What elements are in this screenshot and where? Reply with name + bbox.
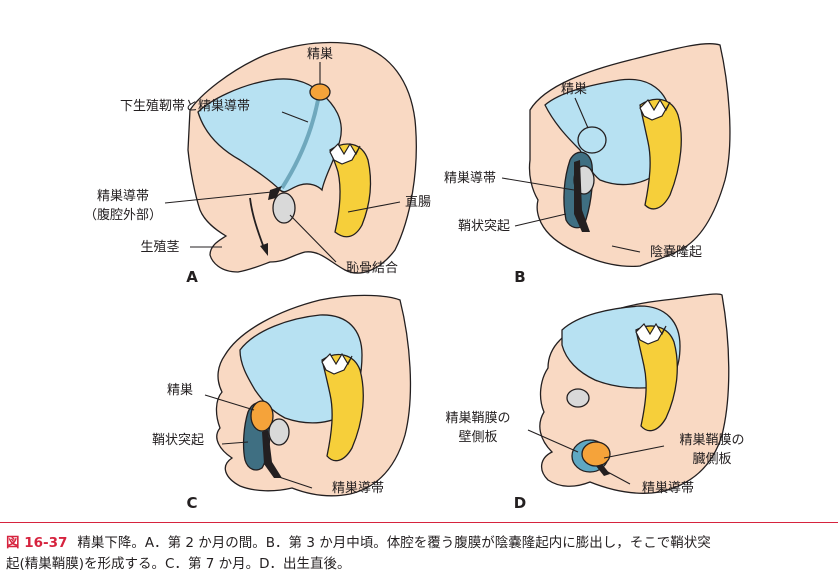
rectum xyxy=(635,325,678,432)
testis xyxy=(309,83,331,101)
rectum-lumen xyxy=(635,322,667,345)
leader-gubernaculum-upper-a xyxy=(281,111,309,123)
leader-testis-c xyxy=(204,394,255,411)
gubernaculum xyxy=(262,430,282,478)
gubernaculum xyxy=(574,160,590,232)
pubic-symphysis xyxy=(272,192,296,224)
gubernaculum-ligament xyxy=(280,99,320,190)
descent-arrow xyxy=(249,197,265,249)
leader-processus-c xyxy=(221,441,249,445)
gubernaculum xyxy=(596,464,610,476)
rectum-lumen xyxy=(329,142,361,165)
label-parietal-layer: 壁側板 xyxy=(458,430,497,445)
leader-visceral-d xyxy=(603,445,665,459)
caption-line-2: 起(精巣鞘膜)を形成する。C．第 7 か月。D．出生直後。 xyxy=(6,556,351,572)
peritoneal-cavity xyxy=(197,78,342,193)
label-gubernaculum: 精巣導帯 xyxy=(642,481,694,496)
panel-d: 精巣鞘膜の 壁側板 精巣鞘膜の 臓側板 精巣導帯 D xyxy=(445,293,745,512)
rectum xyxy=(329,143,372,238)
label-phallus: 生殖茎 xyxy=(140,239,179,255)
leader-symphysis-a xyxy=(289,214,337,263)
panel-letter-a: A xyxy=(186,268,198,286)
caption-divider xyxy=(0,522,838,523)
leader-parietal-d xyxy=(527,429,579,453)
testis xyxy=(250,400,274,432)
panel-b: 精巣 精巣導帯 鞘状突起 陰嚢隆起 B xyxy=(444,43,731,286)
label-visceral: 精巣鞘膜の xyxy=(679,433,744,448)
leader-gubernaculum-c xyxy=(275,475,313,489)
panel-a: 精巣 下生殖靭帯と精巣導帯 精巣導帯 （腹腔外部） 生殖茎 直腸 恥骨結合 A xyxy=(84,41,431,286)
testis xyxy=(577,126,607,154)
label-gubernaculum: 精巣導帯 xyxy=(97,189,149,204)
label-visceral-layer: 臓側板 xyxy=(692,452,731,467)
panel-letter-c: C xyxy=(186,494,197,512)
label-processus: 鞘状突起 xyxy=(458,218,510,234)
leader-scrotal-b xyxy=(611,245,641,253)
caption-line-1: 図 16-37 精巣下降。A．第 2 か月の間。B．第 3 か月中頃。体腔を覆う腹… xyxy=(6,533,832,554)
leader-gubernaculum-d xyxy=(603,469,631,485)
panel-letter-d: D xyxy=(514,494,526,512)
figure-number: 図 16-37 xyxy=(6,535,68,551)
leader-processus-b xyxy=(514,213,567,227)
label-symphysis: 恥骨結合 xyxy=(346,261,398,276)
label-testis: 精巣 xyxy=(561,82,587,97)
label-parietal: 精巣鞘膜の xyxy=(445,411,510,426)
descent-arrowhead xyxy=(260,243,268,256)
figure-caption: 図 16-37 精巣下降。A．第 2 か月の間。B．第 3 か月中頃。体腔を覆う腹… xyxy=(6,533,832,575)
rectum-lumen xyxy=(639,98,671,121)
label-gubernaculum: 精巣導帯 xyxy=(444,171,496,186)
rectum-lumen xyxy=(321,352,353,375)
label-gubernaculum-upper: 下生殖靭帯と精巣導帯 xyxy=(120,98,250,114)
caption-text-1: 精巣下降。A．第 2 か月の間。B．第 3 か月中頃。体腔を覆う腹膜が陰嚢隆起内… xyxy=(77,535,711,551)
rectum xyxy=(639,98,682,210)
panel-c: 精巣 鞘状突起 精巣導帯 C xyxy=(152,294,412,512)
label-scrotal-swelling: 陰嚢隆起 xyxy=(650,244,702,260)
pubic-symphysis xyxy=(566,388,590,408)
rectum xyxy=(321,353,364,462)
testis xyxy=(581,441,611,467)
leader-gubernaculum-a xyxy=(164,191,273,204)
leader-rectum-a xyxy=(347,201,401,213)
label-gubernaculum-extra: （腹腔外部） xyxy=(84,207,162,223)
label-processus: 鞘状突起 xyxy=(152,432,204,448)
panel-letter-b: B xyxy=(514,268,525,286)
label-gubernaculum: 精巣導帯 xyxy=(332,481,384,496)
label-rectum: 直腸 xyxy=(405,195,431,210)
label-testis: 精巣 xyxy=(167,383,193,398)
leader-gubernaculum-b xyxy=(501,177,575,191)
label-testis: 精巣 xyxy=(307,47,333,62)
gubernaculum-extra-abdominal xyxy=(268,186,282,200)
pubic-symphysis xyxy=(268,418,290,446)
leader-testis-b xyxy=(574,97,589,129)
